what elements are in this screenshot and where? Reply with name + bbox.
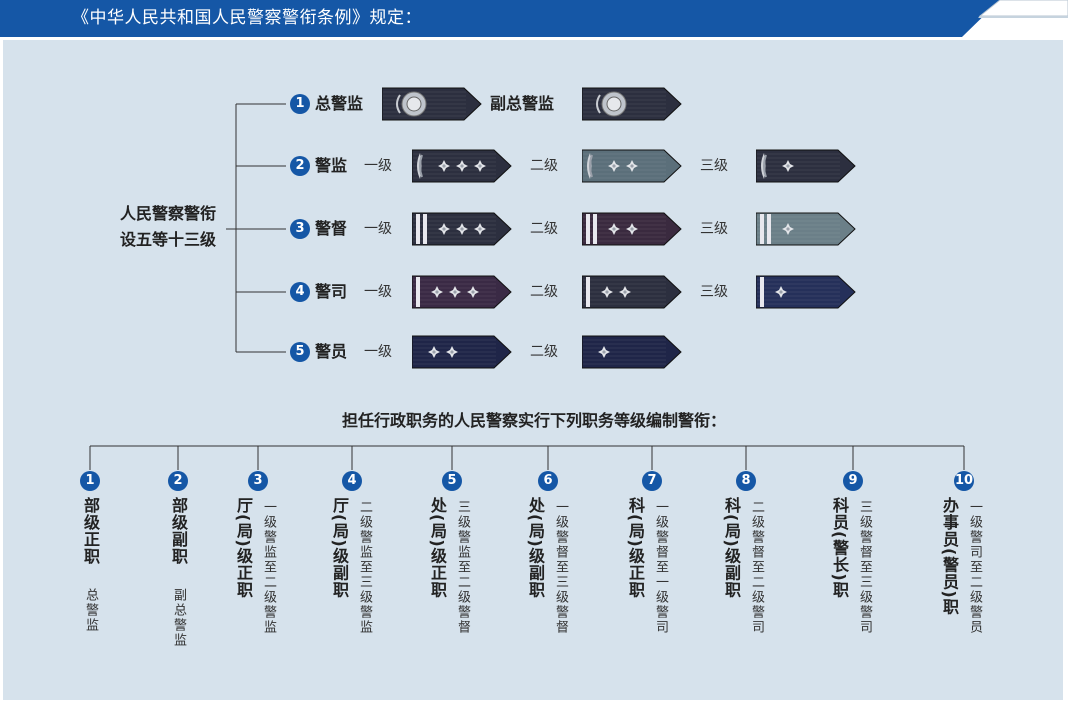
shoulder-strap-4-1	[412, 275, 512, 309]
position-9-rank: 三级警督至三级警司	[857, 500, 872, 635]
rank-4-grade-2-label: 二级	[530, 284, 558, 300]
shoulder-strap-1-1	[382, 87, 482, 121]
position-9-title: 科员(警长)职	[830, 497, 849, 599]
position-5-title: 处(局)级正职	[428, 497, 447, 599]
admin-title: 担任行政职务的人民警察实行下列职务等级编制警衔：	[341, 411, 726, 430]
rank-name-4: 警司	[315, 282, 348, 301]
position-6-title: 处(局)级副职	[526, 497, 545, 599]
shoulder-strap-5-1	[412, 335, 512, 369]
corner-decoration	[978, 0, 1068, 18]
shoulder-strap-4-3	[756, 275, 856, 309]
position-number-1: 1	[80, 471, 100, 491]
position-4-rank: 二级警监至三级警监	[357, 500, 372, 635]
position-number-5: 5	[442, 471, 462, 491]
position-8-title: 科(局)级副职	[722, 497, 741, 599]
position-number-7: 7	[642, 471, 662, 491]
position-3-title: 厅(局)级正职	[234, 497, 253, 599]
position-10-title: 办事员(警员)职	[940, 497, 959, 616]
position-3-rank: 一级警监至二级警监	[261, 500, 276, 635]
rank-5-grade-2-label: 二级	[530, 344, 558, 360]
rank-4-grade-1-label: 一级	[364, 284, 392, 300]
rank-number-4: 4	[290, 282, 310, 302]
shoulder-strap-2-1	[412, 149, 512, 183]
position-number-8: 8	[736, 471, 756, 491]
shoulder-strap-4-2	[582, 275, 682, 309]
position-number-3: 3	[248, 471, 268, 491]
rank-system-line-2: 设五等十三级	[119, 230, 216, 249]
rank-name-5: 警员	[315, 342, 348, 361]
position-2-title: 部级副职	[169, 497, 188, 565]
rank-system-line-1: 人民警察警衔	[119, 204, 216, 223]
shoulder-strap-2-3	[756, 149, 856, 183]
shoulder-strap-3-3	[756, 212, 856, 246]
position-7-title: 科(局)级正职	[626, 497, 645, 599]
rank-2-grade-3-label: 三级	[700, 158, 728, 174]
rank-system-label: 人民警察警衔 设五等十三级	[108, 201, 228, 253]
position-4-title: 厅(局)级副职	[330, 497, 349, 599]
rank-number-5: 5	[290, 342, 310, 362]
page-title: 《中华人民共和国人民警察警衔条例》规定：	[72, 8, 422, 28]
rank-number-3: 3	[290, 219, 310, 239]
position-1-rank: 总警监	[83, 588, 98, 633]
rank-1-grade-2-label: 副总警监	[490, 94, 555, 113]
rank-3-grade-1-label: 一级	[364, 221, 392, 237]
header-banner	[0, 0, 1000, 37]
rank-name-3: 警督	[315, 219, 348, 238]
position-8-rank: 二级警督至二级警司	[749, 500, 764, 635]
rank-2-grade-2-label: 二级	[530, 158, 558, 174]
rank-4-grade-3-label: 三级	[700, 284, 728, 300]
rank-number-2: 2	[290, 156, 310, 176]
position-1-title: 部级正职	[81, 497, 100, 565]
rank-5-grade-1-label: 一级	[364, 344, 392, 360]
position-10-rank: 一级警司至二级警员	[967, 500, 982, 635]
rank-name-1: 总警监	[315, 94, 364, 113]
position-2-rank: 副总警监	[171, 588, 186, 648]
position-7-rank: 一级警督至一级警司	[653, 500, 668, 635]
shoulder-strap-3-2	[582, 212, 682, 246]
rank-name-2: 警监	[315, 156, 348, 175]
shoulder-strap-1-2	[582, 87, 682, 121]
position-number-6: 6	[538, 471, 558, 491]
rank-3-grade-2-label: 二级	[530, 221, 558, 237]
position-6-rank: 一级警督至三级警督	[553, 500, 568, 635]
content-panel	[3, 40, 1063, 700]
rank-2-grade-1-label: 一级	[364, 158, 392, 174]
rank-3-grade-3-label: 三级	[700, 221, 728, 237]
shoulder-strap-3-1	[412, 212, 512, 246]
position-number-4: 4	[342, 471, 362, 491]
position-number-10: 10	[954, 471, 974, 491]
position-number-2: 2	[168, 471, 188, 491]
shoulder-strap-2-2	[582, 149, 682, 183]
position-number-9: 9	[843, 471, 863, 491]
position-5-rank: 三级警监至二级警督	[455, 500, 470, 635]
rank-number-1: 1	[290, 94, 310, 114]
shoulder-strap-5-2	[582, 335, 682, 369]
